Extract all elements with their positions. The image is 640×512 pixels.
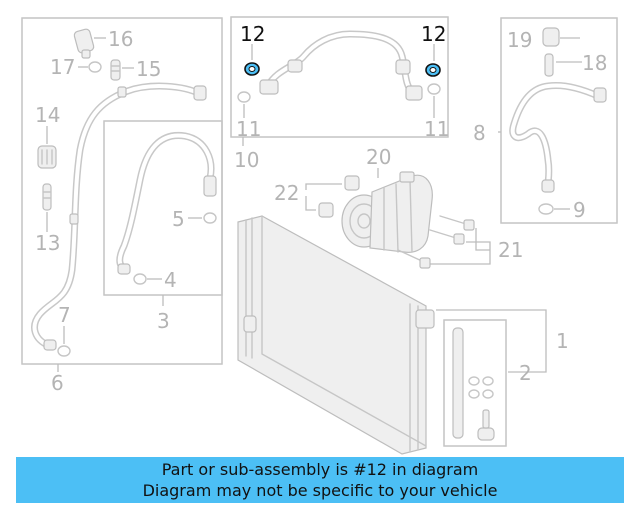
label-19: 19 <box>507 28 532 52</box>
o-ring-9 <box>538 203 554 215</box>
label-10: 10 <box>234 148 259 172</box>
label-7: 7 <box>58 303 71 327</box>
bolts-21 <box>397 215 475 269</box>
group-box-2 <box>443 319 507 447</box>
line-assembly-10 <box>259 30 423 101</box>
label-15: 15 <box>136 57 161 81</box>
o-ring-11-right <box>427 83 441 95</box>
condenser-1 <box>237 215 435 455</box>
label-9: 9 <box>573 198 586 222</box>
label-21: 21 <box>498 238 523 262</box>
sensor-16 <box>73 28 95 59</box>
label-6: 6 <box>51 371 64 395</box>
label-13: 13 <box>35 231 60 255</box>
o-ring-5 <box>203 212 217 224</box>
hose-assembly-6 <box>31 82 207 351</box>
parts-diagram: 16 17 15 14 13 7 6 5 4 3 12 12 11 11 10 … <box>21 16 618 455</box>
valve-core-18 <box>544 53 554 77</box>
banner-line-1: Part or sub-assembly is #12 in diagram <box>161 460 479 479</box>
o-ring-7 <box>57 345 71 357</box>
valve-15 <box>110 59 121 81</box>
cap-19 <box>542 27 560 47</box>
o-ring-17 <box>88 61 102 73</box>
o-ring-4 <box>133 273 147 285</box>
label-4: 4 <box>164 268 177 292</box>
label-12-right: 12 <box>421 22 446 46</box>
cap-14 <box>37 145 57 169</box>
group-box-10 <box>230 16 449 138</box>
label-22: 22 <box>274 181 299 205</box>
label-1: 1 <box>556 329 569 353</box>
label-16: 16 <box>108 27 133 51</box>
banner-line-2: Diagram may not be specific to your vehi… <box>142 481 498 500</box>
hose-assembly-8 <box>509 82 607 193</box>
o-ring-12-right-hole <box>429 67 437 73</box>
dryer-2 <box>452 327 495 441</box>
hose-assembly-3 <box>116 131 217 275</box>
o-ring-11-left <box>237 91 251 103</box>
compressor-20 <box>341 171 433 253</box>
label-8: 8 <box>473 121 486 145</box>
label-18: 18 <box>582 51 607 75</box>
leader-lines <box>46 37 582 373</box>
label-5: 5 <box>172 207 185 231</box>
label-3: 3 <box>157 309 170 333</box>
valve-core-13 <box>42 183 52 211</box>
label-17: 17 <box>50 55 75 79</box>
o-ring-12-left-hole <box>248 66 256 72</box>
bushings-22 <box>318 175 360 218</box>
group-box-8 <box>500 17 618 224</box>
label-2: 2 <box>519 361 532 385</box>
label-20: 20 <box>366 145 391 169</box>
info-banner: Part or sub-assembly is #12 in diagram D… <box>16 457 624 503</box>
label-11-right: 11 <box>424 117 449 141</box>
label-12-left: 12 <box>240 22 265 46</box>
label-14: 14 <box>35 103 60 127</box>
label-11-left: 11 <box>236 117 261 141</box>
